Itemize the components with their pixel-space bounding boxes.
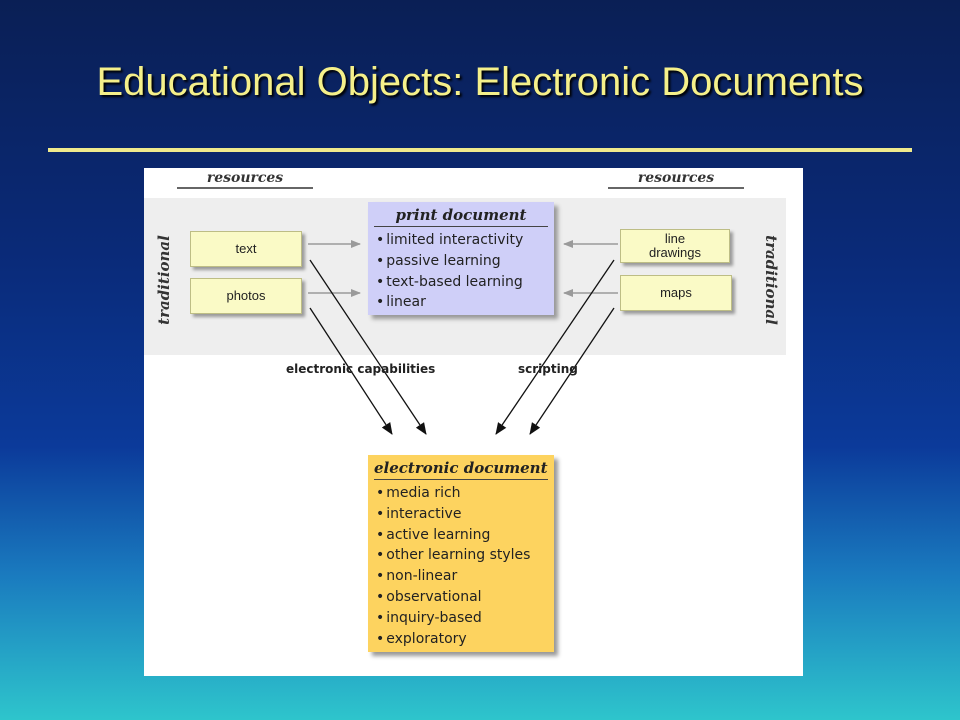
resource-maps-label: maps <box>660 285 692 300</box>
right-resources-header: resources <box>608 170 744 189</box>
title-underline <box>48 148 912 152</box>
resource-box-photos: photos <box>190 278 302 314</box>
resource-box-line-drawings: line drawings <box>620 229 730 263</box>
electronic-document-box: electronic document media rich interacti… <box>368 455 554 652</box>
print-document-item: linear <box>376 292 554 313</box>
arrows-layer <box>308 240 618 435</box>
resource-box-maps: maps <box>620 275 732 311</box>
print-document-item: limited interactivity <box>376 230 554 251</box>
print-document-box: print document limited interactivity pas… <box>368 202 554 315</box>
electronic-document-item: other learning styles <box>376 545 554 566</box>
arrow-photos-to-electronic <box>309 307 393 435</box>
arrow-text-to-electronic <box>309 259 427 435</box>
print-document-item: passive learning <box>376 251 554 272</box>
electronic-document-item: observational <box>376 587 554 608</box>
print-document-title: print document <box>374 206 548 227</box>
electronic-document-title: electronic document <box>374 459 548 480</box>
electronic-document-item: media rich <box>376 483 554 504</box>
electronic-capabilities-label: electronic capabilities <box>286 362 436 376</box>
resource-line-drawings-label: line drawings <box>648 231 702 260</box>
resource-photos-label: photos <box>226 288 266 303</box>
resource-text-label: text <box>235 241 257 256</box>
print-document-list: limited interactivity passive learning t… <box>368 230 554 313</box>
arrow-drawings-to-electronic <box>495 259 615 435</box>
slide-title: Educational Objects: Electronic Document… <box>96 60 864 104</box>
diagram: resources resources traditional traditio… <box>144 168 803 676</box>
scripting-label: scripting <box>518 362 578 376</box>
resource-box-text: text <box>190 231 302 267</box>
electronic-document-item: inquiry-based <box>376 608 554 629</box>
electronic-document-item: non-linear <box>376 566 554 587</box>
electronic-document-item: active learning <box>376 525 554 546</box>
electronic-document-list: media rich interactive active learning o… <box>368 483 554 649</box>
left-resources-header: resources <box>177 170 313 189</box>
electronic-document-item: interactive <box>376 504 554 525</box>
electronic-document-item: exploratory <box>376 629 554 650</box>
arrow-maps-to-electronic <box>529 307 615 435</box>
print-document-item: text-based learning <box>376 272 554 293</box>
